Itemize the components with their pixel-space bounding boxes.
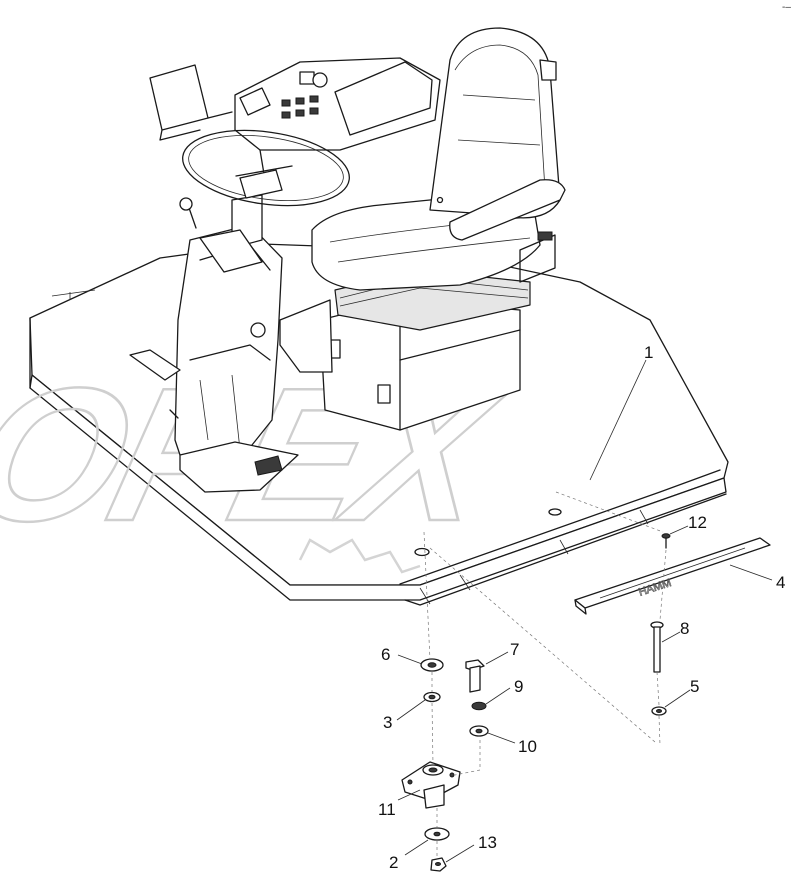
washer-10: [469, 725, 489, 737]
control-dashboard: [149, 57, 441, 151]
column-bracket: [279, 299, 333, 373]
callout-5: 5: [690, 677, 699, 696]
callout-1: 1: [644, 343, 653, 362]
nut-13: [430, 857, 447, 872]
washer-5: [651, 706, 667, 716]
gauge-round: [312, 72, 328, 88]
long-bolt-8: [650, 621, 664, 673]
washer-9: [471, 701, 487, 711]
steering-wheel: [182, 129, 350, 207]
screw-12: [661, 533, 671, 549]
washer-2: [424, 827, 450, 841]
assembly-lines: [423, 491, 667, 858]
callout-7: 7: [510, 640, 519, 659]
callout-labels: 1 2 3 4 5 6 7 8 9 10 11 12 13: [378, 343, 785, 872]
callout-8: 8: [680, 619, 689, 638]
washer-6: [420, 658, 444, 672]
watermark-gear-arc: [298, 538, 421, 574]
rubber-mount-11: [401, 761, 461, 809]
callout-2: 2: [389, 853, 398, 872]
mount-hole-front: [414, 547, 430, 557]
leader-lines: [396, 359, 773, 863]
callout-6: 6: [381, 645, 390, 664]
console-latch-right: [377, 384, 391, 404]
mount-hole-right: [548, 508, 562, 516]
callout-9: 9: [514, 677, 523, 696]
callout-10: 10: [518, 737, 537, 756]
step-plate: HAMM: [574, 537, 771, 615]
operator-seat: [311, 27, 566, 431]
callout-11: 11: [378, 800, 396, 819]
column-knob: [250, 322, 266, 338]
callout-4: 4: [776, 573, 785, 592]
washer-3: [423, 691, 441, 703]
callout-3: 3: [383, 713, 392, 732]
display-screen: [149, 64, 209, 131]
bolt-7: [465, 659, 485, 693]
foot-pedal: [129, 349, 181, 381]
callout-13: 13: [478, 833, 497, 852]
gauge-square: [299, 71, 315, 85]
steering-column: [129, 129, 350, 493]
corner-mark: -–: [782, 2, 791, 13]
callout-12: 12: [688, 513, 707, 532]
